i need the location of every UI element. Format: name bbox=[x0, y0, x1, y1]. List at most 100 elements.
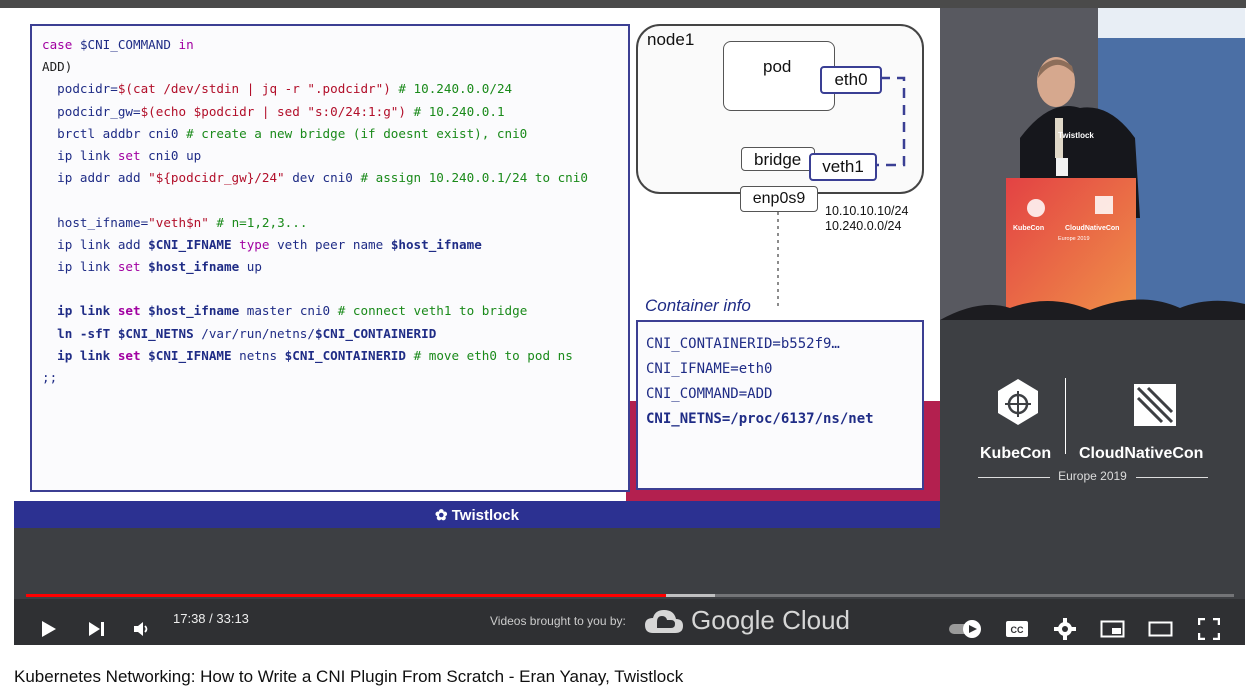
code-text: podcidr= bbox=[42, 81, 118, 97]
code-string: $(echo $podcidr | sed "s:0/24:1:g") bbox=[140, 103, 406, 119]
progress-bar[interactable] bbox=[26, 594, 1234, 597]
progress-played bbox=[26, 594, 667, 597]
code-text: dev cni0 bbox=[284, 170, 361, 186]
fullscreen-icon[interactable] bbox=[1198, 618, 1220, 640]
code-text: ip link bbox=[42, 259, 118, 275]
conference-branding: KubeCon CloudNativeCon Europe 2019 bbox=[940, 320, 1245, 528]
veth-pair-dashed-link bbox=[875, 76, 906, 167]
code-text: ip link bbox=[42, 148, 118, 164]
branding-rule-left bbox=[978, 477, 1050, 478]
code-variable: $CNI_IFNAME bbox=[140, 347, 232, 363]
code-text: /var/run/netns/ bbox=[193, 325, 315, 341]
code-text: host_ifname= bbox=[42, 214, 149, 230]
code-variable: $host_ifname bbox=[140, 303, 240, 319]
code-comment: # 10.240.0.1 bbox=[413, 103, 505, 119]
player-controls: 17:38 / 33:13 Videos brought to you by: … bbox=[14, 591, 1245, 645]
code-keyword: set bbox=[117, 303, 141, 319]
node-label: node1 bbox=[647, 30, 695, 49]
miniplayer-icon[interactable] bbox=[1100, 619, 1126, 639]
captions-icon[interactable]: CC bbox=[1005, 619, 1029, 639]
podium-cncf-logo bbox=[1095, 196, 1113, 214]
kubecon-text: KubeCon bbox=[980, 445, 1052, 462]
code-comment: # n=1,2,3... bbox=[208, 214, 308, 230]
top-bar bbox=[0, 0, 1246, 8]
code-variable: $CNI_CONTAINERID bbox=[284, 347, 406, 363]
controls-background bbox=[14, 599, 1245, 645]
code-text: brctl addbr cni0 bbox=[42, 125, 187, 141]
code-line: ;; bbox=[42, 370, 58, 386]
twistlock-logo-icon: ✿ bbox=[435, 507, 452, 524]
code-text: up bbox=[239, 259, 262, 275]
env-containerid: CNI_CONTAINERID=b552f9… bbox=[646, 336, 840, 352]
ip-label-1: 10.10.10.10/24 bbox=[825, 204, 909, 218]
podium-kubecon-text: KubeCon bbox=[1013, 225, 1044, 232]
eth0-interface: eth0 bbox=[820, 66, 882, 94]
code-string: "${podcidr_gw}/24" bbox=[148, 170, 285, 186]
veth-link-lines bbox=[777, 76, 906, 310]
code-variable: $CNI_NETNS bbox=[117, 325, 194, 341]
code-comment: # create a new bridge (if doesnt exist),… bbox=[186, 125, 528, 141]
podium-kubecon-logo bbox=[1027, 199, 1045, 217]
env-netns: CNI_NETNS=/proc/6137/ns/net bbox=[646, 411, 874, 427]
podium-europe-text: Europe 2019 bbox=[1058, 236, 1090, 242]
branding-rule-right bbox=[1136, 477, 1208, 478]
code-keyword: type bbox=[231, 236, 270, 252]
code-variable: $CNI_IFNAME bbox=[148, 236, 232, 252]
settings-icon[interactable] bbox=[1054, 618, 1076, 640]
ip-label-2: 10.240.0.0/24 bbox=[825, 219, 902, 233]
video-player[interactable]: case $CNI_COMMAND in ADD) podcidr=$(cat … bbox=[14, 8, 1245, 645]
code-variable: $CNI_COMMAND bbox=[79, 37, 171, 52]
code-variable: $host_ifname bbox=[140, 259, 240, 275]
code-text: podcidr_gw= bbox=[42, 103, 141, 119]
code-text: master cni0 bbox=[239, 303, 338, 319]
slide-footer: ✿ Twistlock bbox=[14, 501, 940, 528]
sponsor-text: Videos brought to you by: bbox=[490, 614, 626, 628]
kubecon-logo-icon bbox=[998, 379, 1038, 425]
code-text: cni0 up bbox=[140, 148, 202, 164]
next-icon[interactable] bbox=[87, 619, 107, 639]
code-string: $(cat /dev/stdin | jq -r ".podcidr") bbox=[117, 81, 391, 97]
play-icon[interactable] bbox=[39, 619, 59, 639]
code-keyword: in bbox=[178, 37, 194, 52]
speaker-scene: Twistlock KubeCon CloudNativeCon Europe … bbox=[940, 8, 1245, 320]
progress-buffered bbox=[666, 594, 715, 597]
code-keyword: case bbox=[42, 37, 73, 52]
code-comment: # 10.240.0.0/24 bbox=[398, 81, 513, 97]
code-comment: # connect veth1 to bridge bbox=[337, 303, 528, 319]
code-variable: $CNI_CONTAINERID bbox=[314, 325, 437, 341]
presentation-slide: case $CNI_COMMAND in ADD) podcidr=$(cat … bbox=[14, 8, 940, 528]
code-comment: # assign 10.240.0.1/24 to cni0 bbox=[360, 170, 588, 186]
code-text: veth peer name bbox=[269, 236, 391, 252]
autoplay-toggle-icon[interactable] bbox=[948, 619, 984, 639]
code-text: ip addr add bbox=[42, 170, 149, 186]
container-info-title: Container info bbox=[645, 296, 751, 315]
container-info-panel: CNI_CONTAINERID=b552f9… CNI_IFNAME=eth0 … bbox=[636, 320, 924, 490]
pod-label: pod bbox=[763, 57, 792, 76]
cncf-logo-icon bbox=[1134, 384, 1176, 426]
code-text: ln -sfT bbox=[42, 325, 118, 341]
speaker-video: Twistlock KubeCon CloudNativeCon Europe … bbox=[940, 8, 1245, 320]
code-line: ADD) bbox=[42, 59, 73, 75]
code-comment: # move eth0 to pod ns bbox=[405, 347, 573, 363]
code-keyword: set bbox=[117, 148, 141, 164]
code-panel: case $CNI_COMMAND in ADD) podcidr=$(cat … bbox=[30, 24, 630, 492]
veth1-interface: veth1 bbox=[809, 153, 877, 181]
time-display: 17:38 / 33:13 bbox=[173, 611, 249, 626]
shirt-text: Twistlock bbox=[1058, 131, 1094, 140]
google-cloud-logo-icon bbox=[645, 610, 683, 633]
code-text: netns bbox=[231, 347, 285, 363]
branding-divider bbox=[1065, 378, 1066, 454]
cloudnativecon-text: CloudNativeCon bbox=[1079, 445, 1204, 462]
code-variable: $host_ifname bbox=[390, 236, 482, 252]
enp0s9-interface: enp0s9 bbox=[740, 186, 818, 212]
volume-icon[interactable] bbox=[132, 619, 152, 639]
pod-box bbox=[723, 41, 835, 111]
code-text: ip link bbox=[42, 303, 118, 319]
code-block: case $CNI_COMMAND in ADD) podcidr=$(cat … bbox=[42, 34, 588, 389]
twistlock-logo: ✿ Twistlock bbox=[14, 506, 940, 524]
theater-icon[interactable] bbox=[1148, 619, 1174, 639]
env-command: CNI_COMMAND=ADD bbox=[646, 386, 773, 402]
env-ifname: CNI_IFNAME=eth0 bbox=[646, 361, 773, 377]
google-cloud-text: Google Cloud bbox=[691, 605, 850, 635]
europe-2019-text: Europe 2019 bbox=[1058, 469, 1127, 483]
